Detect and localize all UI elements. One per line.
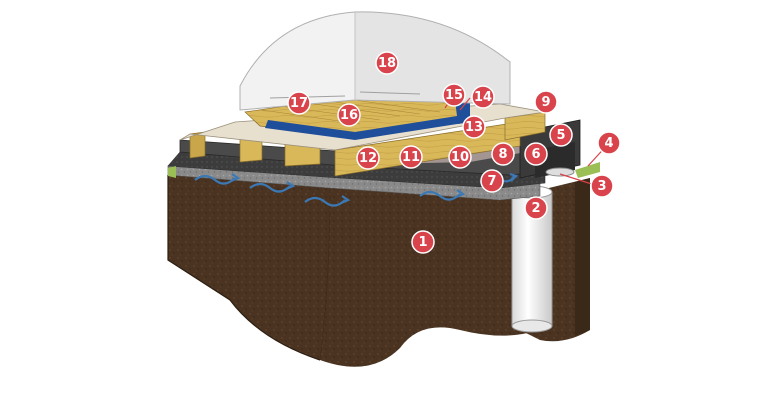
badge-4: 4 [597, 131, 621, 155]
badge-number: 4 [604, 136, 613, 151]
badge-number: 2 [531, 201, 540, 216]
badge-13: 13 [462, 115, 486, 139]
badge-7: 7 [480, 169, 504, 193]
badge-circle [524, 196, 548, 220]
badge-15: 15 [442, 83, 466, 107]
badge-number: 8 [498, 147, 507, 162]
badge-number: 14 [474, 90, 492, 105]
badge-8: 8 [491, 142, 515, 166]
badge-number: 12 [359, 151, 377, 166]
room-walls [239, 11, 511, 111]
badge-circle [448, 145, 472, 169]
badge-circle [462, 115, 486, 139]
badge-number: 13 [465, 120, 483, 135]
badge-circle [287, 91, 311, 115]
badge-circle [597, 131, 621, 155]
badge-number: 7 [487, 174, 496, 189]
badge-6: 6 [524, 142, 548, 166]
badge-circle [534, 90, 558, 114]
badge-number: 10 [451, 150, 469, 165]
badge-number: 9 [541, 95, 550, 110]
badge-circle [399, 145, 423, 169]
badge-number: 3 [597, 179, 606, 194]
badge-circle [337, 103, 361, 127]
badge-circle [590, 174, 614, 198]
badge-number: 5 [556, 128, 565, 143]
badge-number: 1 [418, 235, 427, 250]
badge-2: 2 [524, 196, 548, 220]
badge-circle [375, 51, 399, 75]
badge-number: 16 [340, 108, 358, 123]
badge-9: 9 [534, 90, 558, 114]
badge-circle [524, 142, 548, 166]
badge-circle [411, 230, 435, 254]
badge-12: 12 [356, 146, 380, 170]
badge-number: 6 [531, 147, 540, 162]
badge-3: 3 [590, 174, 614, 198]
badge-circle [471, 85, 495, 109]
badge-1: 1 [411, 230, 435, 254]
badge-11: 11 [399, 145, 423, 169]
badge-number: 17 [290, 96, 308, 111]
badge-14: 14 [471, 85, 495, 109]
badge-circle [480, 169, 504, 193]
badge-5: 5 [549, 123, 573, 147]
badge-17: 17 [287, 91, 311, 115]
badge-circle [442, 83, 466, 107]
badge-number: 11 [402, 150, 420, 165]
badge-circle [491, 142, 515, 166]
badge-number: 18 [378, 56, 396, 71]
badge-circle [356, 146, 380, 170]
badge-18: 18 [375, 51, 399, 75]
badge-10: 10 [448, 145, 472, 169]
badge-number: 15 [445, 88, 463, 103]
badge-circle [549, 123, 573, 147]
badge-16: 16 [337, 103, 361, 127]
